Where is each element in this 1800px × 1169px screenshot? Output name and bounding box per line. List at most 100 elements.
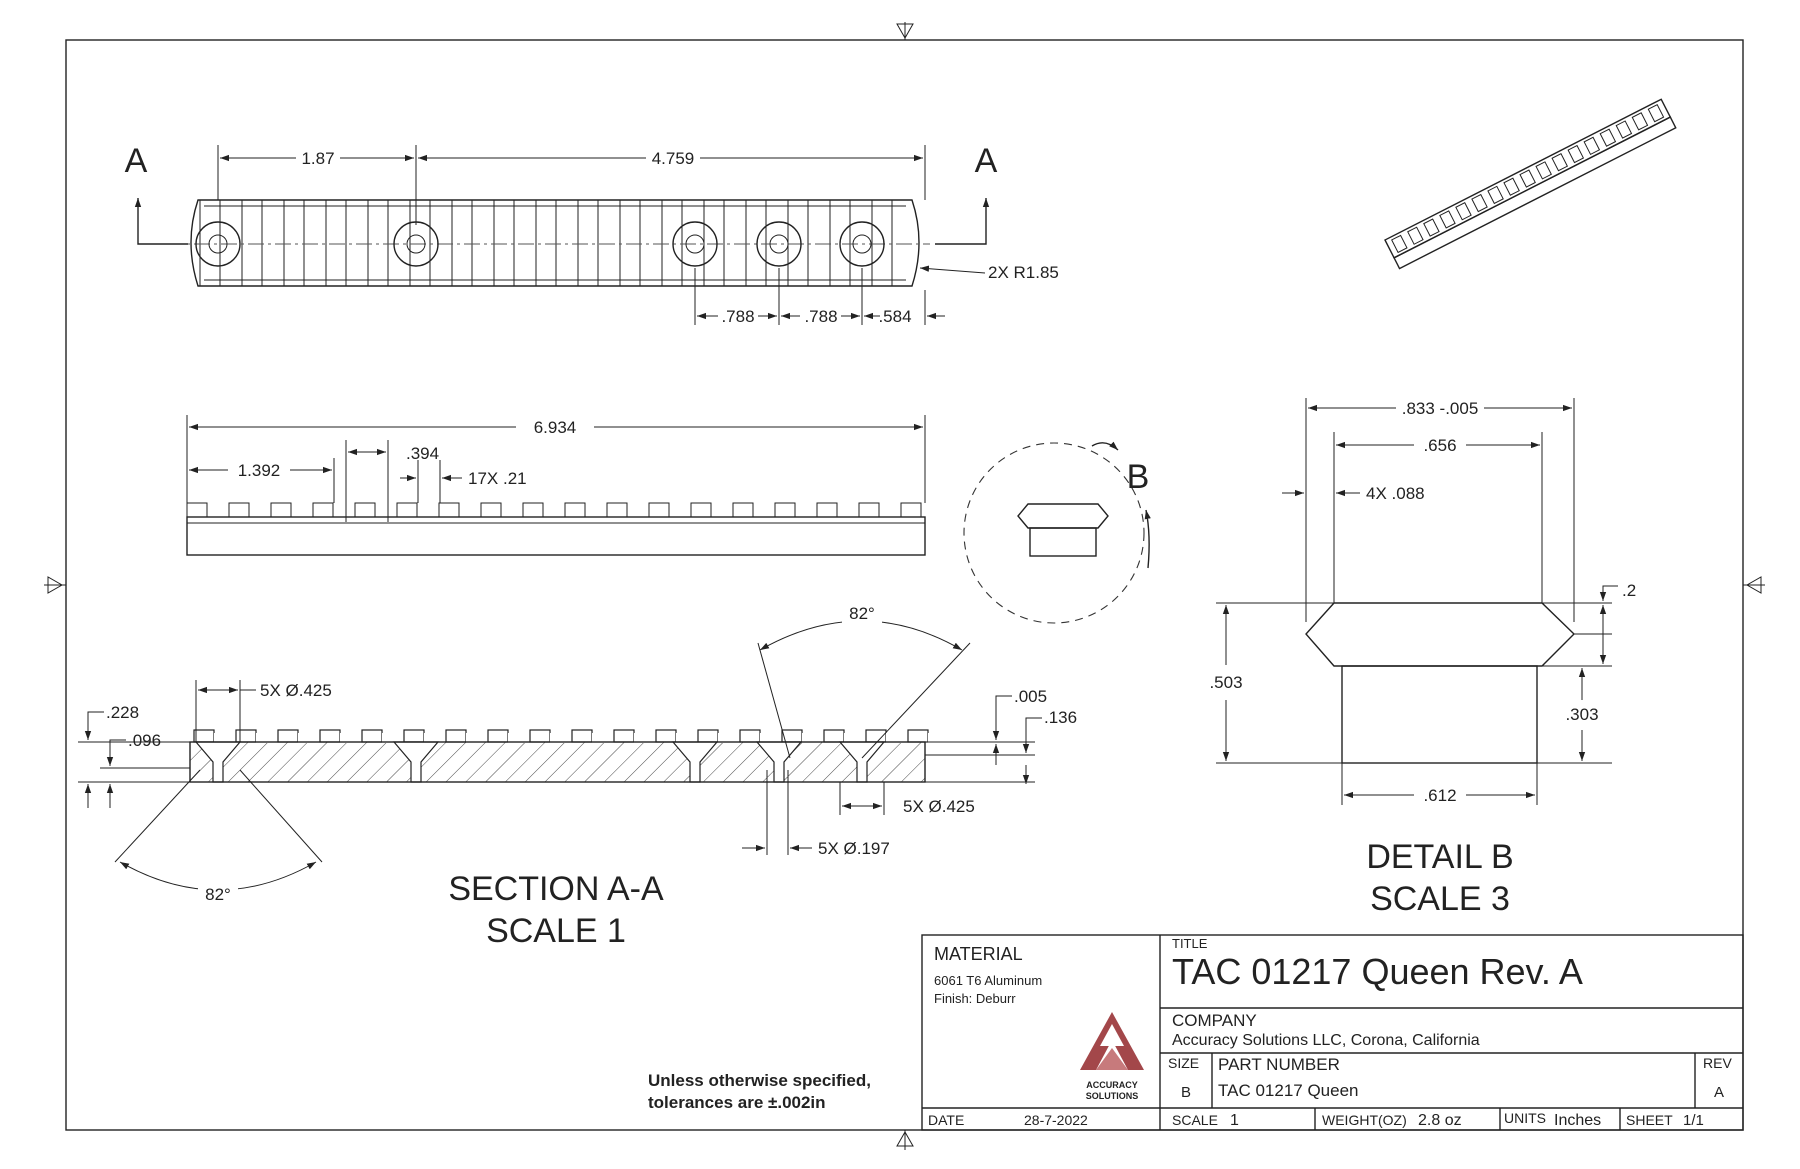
rail-slot	[325, 199, 347, 287]
size-label: SIZE	[1168, 1055, 1199, 1071]
section-tooth	[445, 729, 467, 743]
dim-788-a: .788	[721, 307, 754, 326]
dim-hole: 5X Ø.197	[818, 839, 890, 858]
rail-tooth	[522, 502, 544, 518]
section-scale: SCALE 1	[486, 912, 626, 950]
dim-136: .136	[1044, 708, 1077, 727]
weight-value: 2.8 oz	[1418, 1112, 1462, 1129]
sheet-value: 1/1	[1683, 1112, 1704, 1129]
detail-title: DETAIL B	[1366, 838, 1513, 876]
section-tooth	[193, 729, 215, 743]
dim-1-87: 1.87	[301, 149, 334, 168]
dim-angle-bottom: 82°	[205, 885, 231, 904]
weight-label: WEIGHT(OZ)	[1322, 1112, 1407, 1128]
rail-tooth	[648, 502, 670, 518]
rail-tooth	[732, 502, 754, 518]
dim-788-b: .788	[804, 307, 837, 326]
counterbore-hole	[756, 221, 802, 267]
rail-tooth	[690, 502, 712, 518]
rail-tooth	[900, 502, 922, 518]
detail-profile-top	[1305, 602, 1575, 667]
section-tooth	[529, 729, 551, 743]
detail-b-view: .833 -.005 .656 4X .088 .503 .2 .303 .61…	[1209, 398, 1636, 918]
tolerance-note-line2: tolerances are ±.002in	[648, 1093, 826, 1112]
rail-tooth	[228, 502, 250, 518]
rail-slot	[787, 199, 809, 287]
rail-slot	[745, 199, 767, 287]
dim-cbore-top: 5X Ø.425	[260, 681, 332, 700]
counterbore-hole	[672, 221, 718, 267]
dim-slots: 17X .21	[468, 469, 527, 488]
dim-cbore-bottom: 5X Ø.425	[903, 797, 975, 816]
rail-slot	[871, 199, 893, 287]
rail-slot	[283, 199, 305, 287]
detail-profile-stem	[1341, 665, 1538, 764]
rail-tooth	[270, 502, 292, 518]
dim-6-934: 6.934	[534, 418, 577, 437]
logo-text-1: ACCURACY	[1086, 1080, 1138, 1090]
company-value: Accuracy Solutions LLC, Corona, Californ…	[1172, 1032, 1480, 1049]
section-tooth	[403, 729, 425, 743]
section-a-a: 82° 82° 5X Ø.425 5X Ø.425 5X Ø.197 .228 …	[78, 602, 1077, 950]
rail-slot	[367, 199, 389, 287]
rev-label: REV	[1703, 1055, 1732, 1071]
rail-tooth	[816, 502, 838, 518]
dim-612: .612	[1423, 786, 1456, 805]
date-label: DATE	[928, 1112, 964, 1128]
rail-tooth	[606, 502, 628, 518]
section-marker-left: A	[125, 142, 148, 180]
section-tooth	[487, 729, 509, 743]
through-hole	[769, 234, 789, 254]
dim-088: 4X .088	[1366, 484, 1425, 503]
scale-label: SCALE	[1172, 1112, 1218, 1128]
rail-tooth	[480, 502, 502, 518]
through-hole	[852, 234, 872, 254]
material-value: 6061 T6 Aluminum	[934, 973, 1042, 988]
dim-2: .2	[1622, 581, 1636, 600]
section-tooth	[907, 729, 929, 743]
section-tooth	[613, 729, 635, 743]
drawing-title: TAC 01217 Queen Rev. A	[1172, 951, 1583, 992]
rail-slot	[703, 199, 725, 287]
section-title: SECTION A-A	[448, 870, 664, 908]
centering-marks	[44, 22, 1765, 1150]
rail-slot	[577, 199, 599, 287]
side-teeth	[186, 502, 922, 518]
part-number-value: TAC 01217 Queen	[1218, 1081, 1359, 1100]
rail-tooth	[564, 502, 586, 518]
through-hole	[208, 234, 228, 254]
rail-slot	[619, 199, 641, 287]
units-label: UNITS	[1504, 1110, 1546, 1126]
detail-scale: SCALE 3	[1370, 880, 1510, 918]
rail-slot	[829, 199, 851, 287]
rail-slot	[535, 199, 557, 287]
section-tooth	[319, 729, 341, 743]
dim-303: .303	[1565, 705, 1598, 724]
rail-tooth	[312, 502, 334, 518]
logo-text-2: SOLUTIONS	[1086, 1091, 1139, 1101]
dim-4-759: 4.759	[652, 149, 695, 168]
through-hole	[406, 234, 426, 254]
section-tooth	[361, 729, 383, 743]
section-tooth	[655, 729, 677, 743]
dim-1-392: 1.392	[238, 461, 281, 480]
dim-radius: 2X R1.85	[988, 263, 1059, 282]
rail-tooth	[438, 502, 460, 518]
rail-tooth	[354, 502, 376, 518]
rail-slot	[451, 199, 473, 287]
company-label: COMPANY	[1172, 1011, 1257, 1030]
section-tooth	[571, 729, 593, 743]
rail-tooth	[186, 502, 208, 518]
tolerance-note-line1: Unless otherwise specified,	[648, 1071, 871, 1090]
title-block: MATERIAL 6061 T6 Aluminum Finish: Deburr…	[921, 934, 1744, 1131]
section-marker-right: A	[975, 142, 998, 180]
detail-marker: B	[1127, 458, 1150, 496]
dim-503: .503	[1209, 673, 1242, 692]
rail-tooth	[858, 502, 880, 518]
finish-value: Finish: Deburr	[934, 991, 1016, 1006]
date-value: 28-7-2022	[1024, 1112, 1088, 1128]
section-tooth	[823, 729, 845, 743]
dim-228: .228	[106, 703, 139, 722]
